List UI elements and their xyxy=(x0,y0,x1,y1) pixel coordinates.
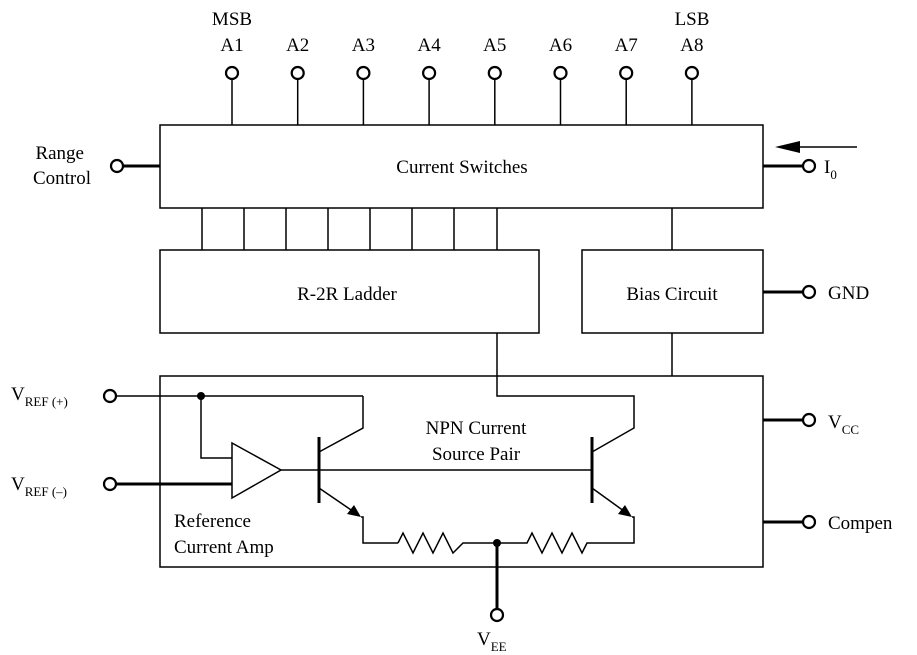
right-emitter-arrow xyxy=(618,505,632,517)
vee-pin xyxy=(489,607,505,623)
vcc-label: VCC xyxy=(828,412,859,437)
right-transistor-collector xyxy=(496,333,635,453)
range-control-pin xyxy=(109,158,125,174)
ladder-wires xyxy=(201,208,498,250)
ref-amp-label-2: Current Amp xyxy=(174,537,274,558)
vref-pos-label: VREF (+) xyxy=(11,384,68,409)
reference-amp-triangle xyxy=(231,441,283,500)
range-control-label-2: Control xyxy=(33,168,91,189)
lsb-label: LSB xyxy=(675,9,710,30)
vref-neg-label: VREF (–) xyxy=(11,474,67,499)
left-resistor xyxy=(397,531,497,555)
io-label: I0 xyxy=(824,157,837,182)
vee-label: VEE xyxy=(477,629,507,654)
bit-label-a4: A4 xyxy=(417,35,441,56)
current-switches-label: Current Switches xyxy=(396,157,527,178)
bit-pin-a3 xyxy=(356,65,371,81)
left-transistor-collector xyxy=(318,396,364,453)
bit-label-a3: A3 xyxy=(352,35,375,56)
bit-inputs: A1 A2 A3 A4 A5 A6 A7 A8 xyxy=(220,35,704,125)
gnd-pin xyxy=(801,284,817,300)
bit-pin-a8 xyxy=(684,65,700,81)
compen-label: Compen xyxy=(828,513,893,534)
vref-pos-pin xyxy=(102,388,118,404)
npn-label-2: Source Pair xyxy=(432,444,521,465)
compen-pin xyxy=(801,514,817,530)
bias-circuit-block xyxy=(581,249,764,334)
bit-pin-a7 xyxy=(619,65,634,81)
range-control-label-1: Range xyxy=(35,143,84,164)
ref-amp-label-1: Reference xyxy=(174,511,251,532)
msb-label: MSB xyxy=(212,9,252,30)
bit-label-a5: A5 xyxy=(483,35,506,56)
r2r-ladder-block xyxy=(159,249,540,334)
bit-pin-a6 xyxy=(553,65,568,81)
left-emitter-wire xyxy=(361,516,398,544)
vcc-pin xyxy=(801,412,817,428)
gnd-label: GND xyxy=(828,283,869,304)
bit-pin-a4 xyxy=(422,65,437,81)
bit-pin-a2 xyxy=(290,65,305,81)
io-pin xyxy=(801,158,817,174)
io-arrow-head xyxy=(775,141,800,153)
bit-pin-a5 xyxy=(487,65,502,81)
right-resistor xyxy=(497,531,592,555)
left-emitter-arrow xyxy=(347,505,361,517)
npn-label-1: NPN Current xyxy=(426,418,528,439)
r2r-ladder-label: R-2R Ladder xyxy=(297,284,397,305)
vref-neg-pin xyxy=(102,476,118,492)
bit-label-a6: A6 xyxy=(549,35,572,56)
bias-circuit-label: Bias Circuit xyxy=(626,284,718,305)
bit-label-a8: A8 xyxy=(680,35,703,56)
right-emitter-wire xyxy=(592,516,635,544)
amp-feedback-wire xyxy=(200,396,232,459)
bit-pin-a1 xyxy=(224,65,240,81)
bit-label-a2: A2 xyxy=(286,35,309,56)
bit-label-a1: A1 xyxy=(220,35,243,56)
bit-label-a7: A7 xyxy=(615,35,638,56)
